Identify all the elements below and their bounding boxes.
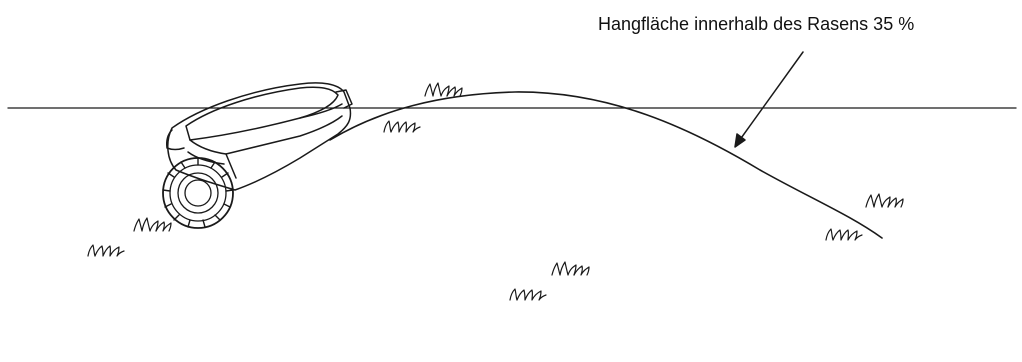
robotic-lawn-mower-icon [162, 82, 353, 229]
slope-curve [329, 91, 883, 239]
arrow-icon [734, 51, 804, 148]
grass-tuft-icon [87, 244, 125, 257]
grass-tuft-icon [865, 193, 904, 208]
grass-tuft-icon [509, 288, 547, 301]
slope-annotation-label: Hangfläche innerhalb des Rasens 35 % [598, 14, 915, 34]
grass-tuft-icon [424, 82, 463, 97]
grass-tuft-icon [551, 261, 590, 276]
grass-tuft-icon [383, 120, 421, 133]
grass-tuft-icon [825, 228, 863, 241]
grass-tuft-icon [133, 217, 172, 232]
